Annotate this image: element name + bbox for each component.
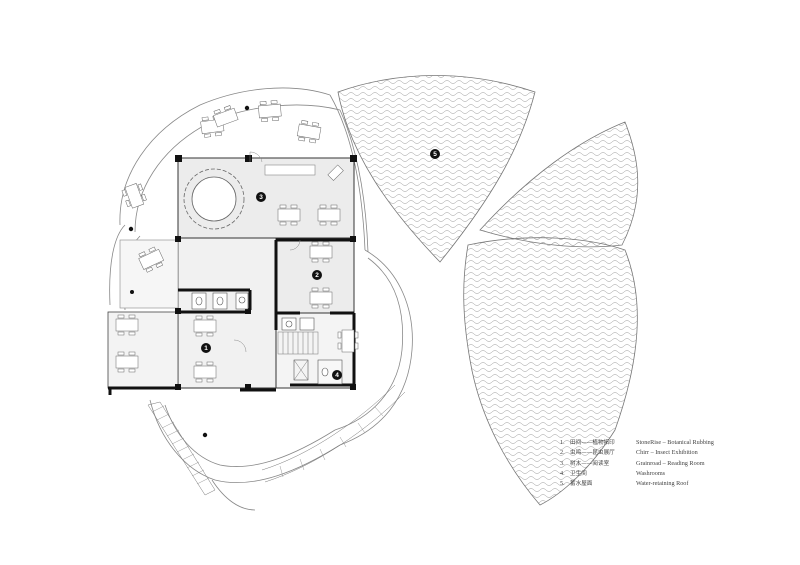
marker-4: 4 [332,370,342,380]
legend-english: Washrooms [636,469,666,477]
legend-english: StoneRise – Botanical Rubbing [636,439,714,446]
legend-english: Chirr – Insect Exhibition [636,449,698,457]
marker-2: 2 [312,270,322,280]
marker-1: 1 [201,343,211,353]
legend-item: 3. 树木——阅读室 Grainroad – Reading Room [560,459,785,469]
furniture-groups [115,100,359,383]
legend: 1. 田间——植物拓印 StoneRise – Botanical Rubbin… [560,438,785,489]
columns [175,155,357,390]
legend-item: 1. 田间——植物拓印 StoneRise – Botanical Rubbin… [560,438,785,448]
legend-chinese: 虫鸣——昆虫展厅 [570,450,615,457]
site-marker-dots [128,105,250,438]
marker-5: 5 [430,149,440,159]
washroom-fixtures [191,292,343,385]
legend-number: 1. [560,439,565,446]
legend-english: Grainroad – Reading Room [636,459,705,467]
interior-stair [277,331,319,381]
legend-number: 4. [560,469,565,477]
exterior-ramp [261,384,406,483]
structural-walls [108,238,356,395]
legend-english: Water-retaining Roof [636,480,689,488]
marker-3: 3 [256,192,266,202]
legend-item: 2. 虫鸣——昆虫展厅 Chirr – Insect Exhibition [560,448,785,458]
round-table [183,168,245,230]
door-swings [233,151,301,353]
legend-chinese: 卫生间 [570,470,587,477]
legend-chinese: 蓄水屋面 [570,481,593,488]
legend-number: 5. [560,480,565,488]
water-retaining-roof [337,75,639,506]
legend-chinese: 树木——阅读室 [570,460,610,467]
legend-number: 2. [560,449,565,457]
reading-counter [264,164,316,176]
legend-chinese: 田间——植物拓印 [570,440,615,446]
legend-item: 4. 卫生间 Washrooms [560,469,785,479]
legend-number: 3. [560,459,565,467]
legend-item: 5. 蓄水屋面 Water-retaining Roof [560,479,785,489]
exterior-stair [147,401,216,496]
